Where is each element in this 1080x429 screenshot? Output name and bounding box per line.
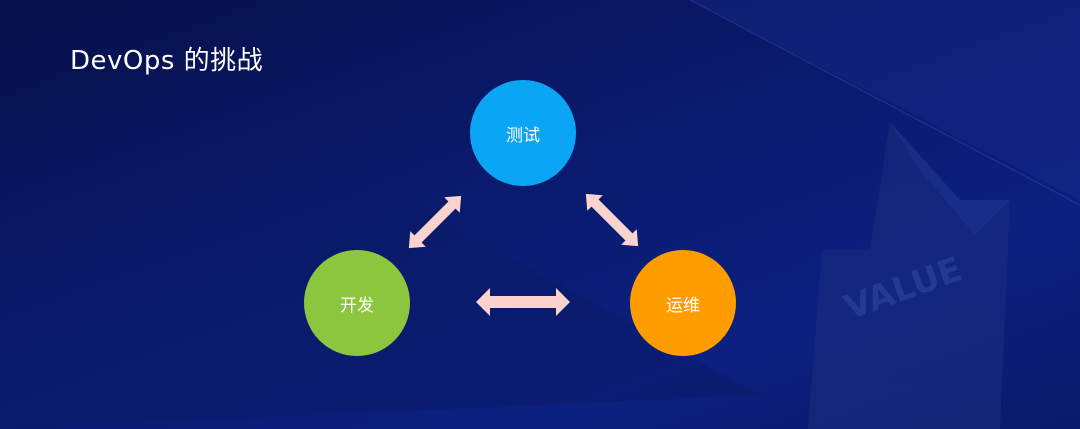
node-test: 测试 [470, 80, 576, 186]
arrow-dev-test-shape [408, 195, 462, 249]
node-ops: 运维 [630, 250, 736, 356]
node-test-label: 测试 [506, 125, 540, 146]
arrow-dev-test [408, 195, 462, 249]
arrow-test-ops-shape [585, 193, 639, 247]
node-ops-label: 运维 [666, 295, 700, 316]
arrow-dev-ops [476, 288, 570, 316]
arrow-test-ops [585, 193, 639, 247]
node-dev: 开发 [304, 250, 410, 356]
arrow-dev-ops-shape [476, 288, 570, 316]
value-arrow-watermark: VALUE [808, 122, 1010, 429]
slide-title: DevOps 的挑战 [70, 46, 264, 76]
node-dev-label: 开发 [340, 295, 374, 316]
